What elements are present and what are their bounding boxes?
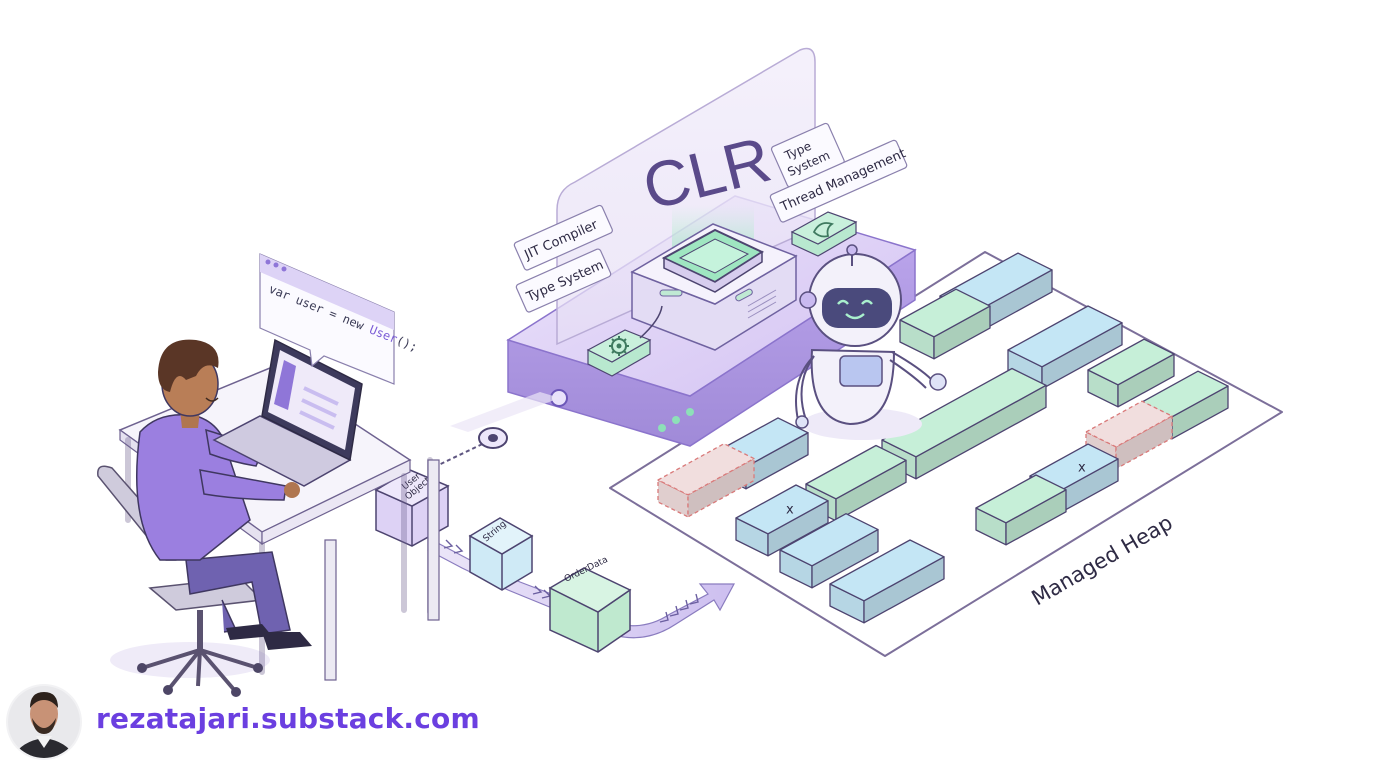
collected-marker: x — [1078, 460, 1086, 475]
heap-block-green — [899, 288, 991, 360]
heap-block-freed — [657, 443, 755, 518]
code-bubble: var user = new User(); — [259, 253, 420, 385]
gear-module — [586, 305, 663, 377]
heap-block-blue — [779, 513, 879, 589]
clr-panel — [556, 47, 816, 346]
string-box: String — [468, 517, 534, 591]
heap-block-green — [975, 474, 1067, 546]
heap-block-blue — [829, 539, 945, 624]
laptop-icon — [212, 338, 363, 487]
managed-heap: Managed Heap xx — [609, 251, 1283, 657]
heap-blocks: xx — [657, 252, 1229, 624]
status-light — [686, 408, 694, 416]
heap-block-blue — [1007, 305, 1123, 390]
bird-icon — [812, 222, 835, 238]
status-light — [672, 416, 680, 424]
heap-block-green — [1087, 338, 1175, 408]
substack-link[interactable]: rezatajari.substack.com — [96, 702, 480, 735]
core-server — [630, 223, 798, 351]
order-data-box: OrderData — [548, 555, 632, 653]
developer-scene: var user = new User(); — [97, 253, 440, 697]
status-light — [658, 424, 666, 432]
heap-block-blue: x — [735, 484, 829, 557]
connector — [427, 392, 560, 471]
avatar — [6, 684, 82, 760]
gear-icon — [609, 336, 629, 356]
bird-module — [790, 211, 858, 257]
collected-marker: x — [786, 502, 794, 517]
chevrons — [443, 539, 699, 623]
robot-icon — [795, 244, 947, 440]
